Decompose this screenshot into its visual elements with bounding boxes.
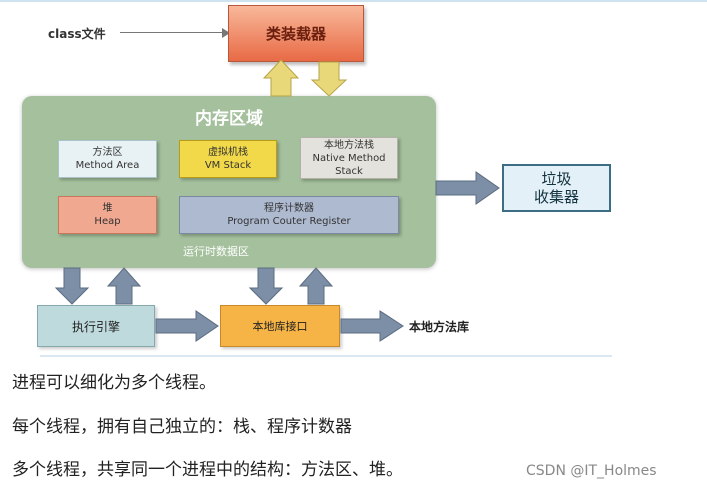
arrow-exec-to-native-interface <box>155 310 219 342</box>
csdn-watermark: CSDN @IT_Holmes <box>526 463 657 479</box>
native-method-stack-en2: Stack <box>335 165 363 177</box>
arrow-up-from-execution-engine <box>106 267 142 305</box>
method-area-box: 方法区 Method Area <box>58 140 157 178</box>
native-method-stack-cn: 本地方法栈 <box>324 139 374 151</box>
garbage-collector-line1: 垃圾 <box>541 170 572 188</box>
arrow-up-to-loader <box>262 59 300 97</box>
heap-cn: 堆 <box>102 203 113 214</box>
heap-en: Heap <box>94 216 121 227</box>
vm-stack-box: 虚拟机栈 VM Stack <box>179 140 277 178</box>
arrow-to-garbage-collector <box>435 171 500 205</box>
garbage-collector-line2: 收集器 <box>533 188 579 206</box>
class-loader-box: 类装载器 <box>228 5 364 62</box>
native-method-stack-box: 本地方法栈 Native Method Stack <box>300 137 398 179</box>
native-interface-label: 本地库接口 <box>252 320 308 333</box>
execution-engine-label: 执行引擎 <box>71 319 120 334</box>
program-counter-cn: 程序计数器 <box>264 203 314 214</box>
paragraph-1: 进程可以细化为多个线程。 <box>12 373 216 393</box>
class-file-arrow-head <box>222 28 230 38</box>
class-file-arrow <box>120 32 224 33</box>
arrow-down-from-loader <box>310 61 348 97</box>
arrow-down-to-execution-engine <box>54 267 90 305</box>
native-method-stack-en1: Native Method <box>312 152 386 164</box>
native-library-label: 本地方法库 <box>409 320 470 334</box>
diagram-bottom-divider <box>40 355 612 357</box>
method-area-cn: 方法区 <box>92 147 123 158</box>
vm-stack-en: VM Stack <box>204 160 252 171</box>
vm-stack-cn: 虚拟机栈 <box>208 147 248 158</box>
class-loader-label: 类装载器 <box>265 25 326 43</box>
top-divider <box>0 0 707 2</box>
paragraph-2: 每个线程，拥有自己独立的：栈、程序计数器 <box>12 417 352 437</box>
method-area-en: Method Area <box>75 160 140 171</box>
native-interface-box: 本地库接口 <box>220 305 340 347</box>
garbage-collector-box: 垃圾 收集器 <box>502 164 611 212</box>
memory-area-title: 内存区域 <box>195 109 263 129</box>
execution-engine-box: 执行引擎 <box>37 305 155 347</box>
program-counter-en: Program Couter Register <box>227 216 351 227</box>
paragraph-3: 多个线程，共享同一个进程中的结构：方法区、堆。 <box>12 460 403 480</box>
arrow-down-to-native-interface <box>248 267 284 305</box>
arrow-up-from-native-interface <box>298 267 334 305</box>
arrow-to-native-library <box>340 310 404 342</box>
heap-box: 堆 Heap <box>58 196 157 234</box>
memory-area <box>22 96 436 268</box>
runtime-data-area-label: 运行时数据区 <box>183 245 249 258</box>
class-file-label: class文件 <box>48 27 106 41</box>
program-counter-box: 程序计数器 Program Couter Register <box>179 196 399 234</box>
